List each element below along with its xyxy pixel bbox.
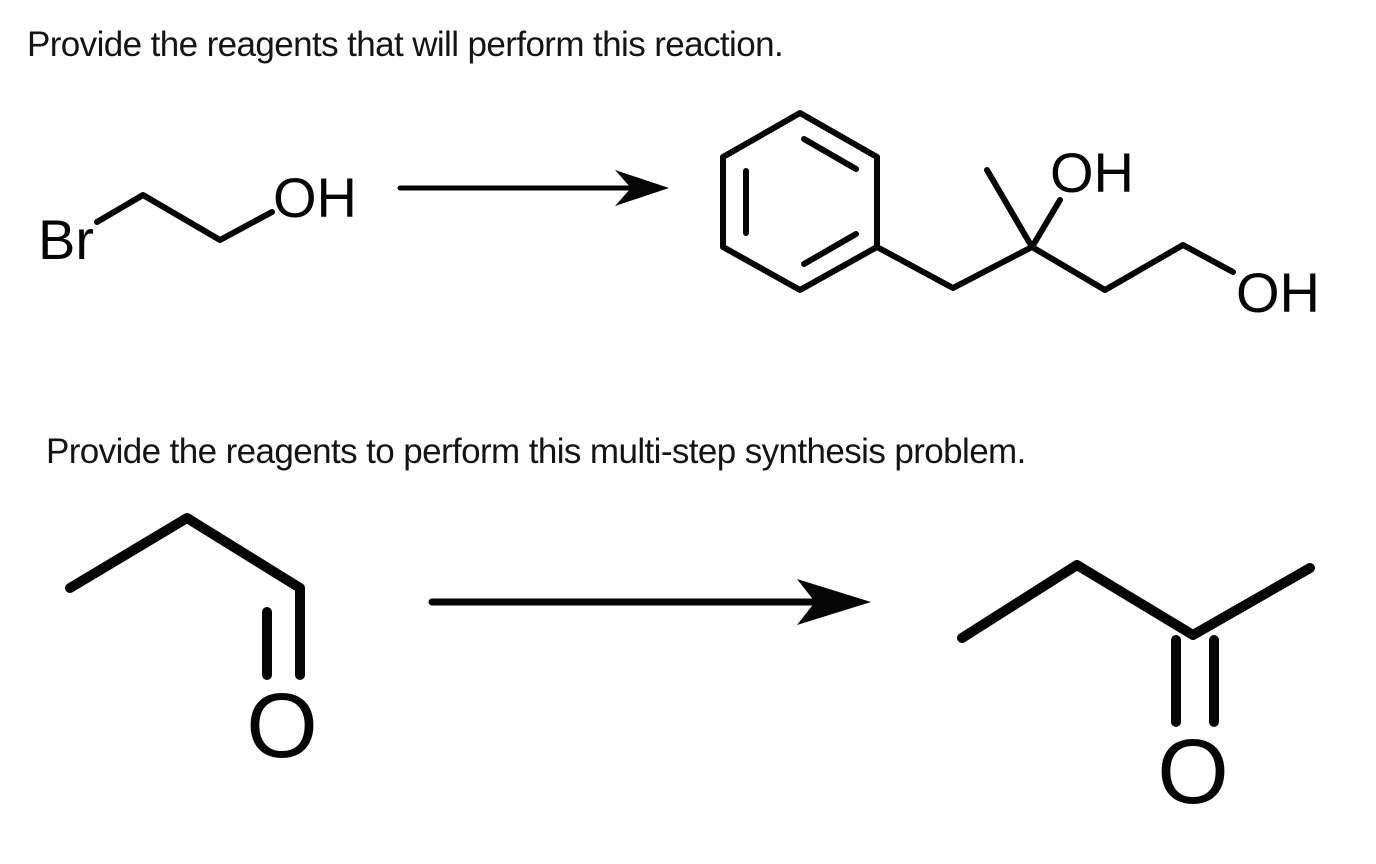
bromine-atom-label: Br <box>38 208 94 271</box>
reaction-2-arrow <box>428 579 871 625</box>
molecule-2-butanone: O <box>957 560 1315 823</box>
hydroxyl-atom-label: OH <box>1050 141 1134 204</box>
reaction-1-arrow <box>397 170 669 206</box>
carbon-skeleton-bonds <box>874 242 1236 293</box>
carbonyl-oxygen-label: O <box>1157 721 1229 823</box>
reaction-2-scheme: O O <box>65 513 1315 823</box>
carbon-skeleton-bonds <box>94 192 275 243</box>
arrow-head <box>797 579 871 625</box>
benzene-ring <box>720 110 880 293</box>
methyl-bond <box>984 167 1035 250</box>
molecule-2-bromoethanol: Br OH <box>38 166 357 271</box>
carbon-skeleton-bonds <box>65 513 305 680</box>
molecule-phenyl-methyl-butanediol: OH OH <box>720 110 1320 324</box>
arrow-head <box>615 170 669 206</box>
question-2-prompt: Provide the reagents to perform this mul… <box>46 432 1026 471</box>
carbonyl-oxygen-label: O <box>246 675 318 777</box>
molecule-propanal: O <box>65 513 318 777</box>
hydroxyl-atom-label: OH <box>273 166 357 229</box>
hydroxyl-atom-label: OH <box>1236 261 1320 324</box>
carbon-skeleton-bonds <box>957 560 1315 643</box>
question-1-prompt: Provide the reagents that will perform t… <box>27 25 784 64</box>
reaction-1-scheme: Br OH OH OH <box>38 110 1320 324</box>
hydroxyl-bond <box>1029 197 1063 250</box>
benzene-double-bond-line <box>801 231 859 267</box>
benzene-double-bond-line <box>801 136 859 172</box>
